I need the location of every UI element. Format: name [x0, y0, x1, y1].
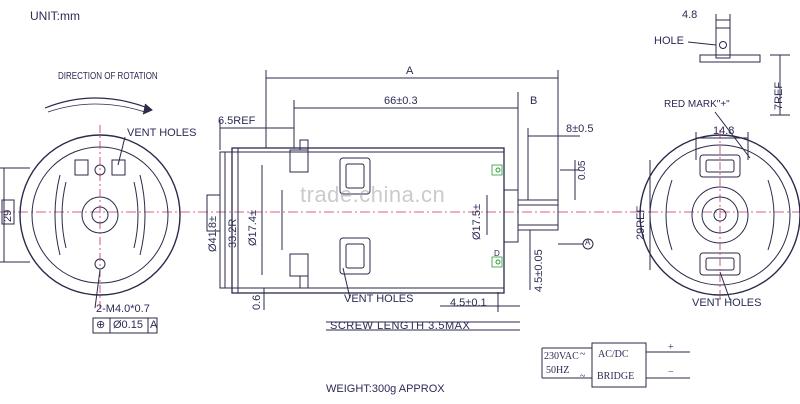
dim-B: B — [530, 95, 538, 107]
dim-66: 66±0.3 — [384, 95, 418, 107]
circuit-tilde-bottom: ~ — [580, 371, 586, 382]
watermark: trade.china.cn — [300, 182, 446, 207]
unit-label: UNIT:mm — [30, 9, 80, 23]
tolerance-datum: A — [150, 319, 158, 331]
circuit-minus: − — [668, 367, 674, 378]
datum-a-marker: A — [585, 238, 591, 247]
rear-vent-holes-label: VENT HOLES — [692, 297, 762, 309]
tolerance-value: Ø0.15 — [113, 319, 143, 331]
dim-6-5ref: 6.5REF — [218, 115, 256, 127]
circuit-drawing — [541, 342, 690, 388]
datum-d-marker: D — [494, 249, 500, 258]
dim-d41-8: Ø41.8± — [207, 215, 219, 252]
dim-4-8: 4.8 — [682, 9, 698, 21]
side-vent-holes-label: VENT HOLES — [344, 293, 414, 305]
screw-length: SCREW LENGTH 3.5MAX — [330, 320, 471, 332]
front-dim-29: 29 — [2, 209, 14, 222]
dim-33-2: 33.2R — [227, 218, 239, 248]
dim-0-05: 0.05 — [577, 160, 588, 180]
dim-0-6: 0.6 — [251, 294, 263, 310]
front-vent-holes-label: VENT HOLES — [127, 127, 197, 139]
circuit-tilde-top: ~ — [580, 349, 586, 360]
circuit-plus: + — [668, 342, 674, 353]
circuit-input-voltage: 230VAC — [544, 351, 579, 362]
front-mount-spec: 2-M4.0*0.7 — [96, 303, 150, 315]
side-view-drawing — [206, 70, 594, 331]
dim-d17-4: Ø17.4± — [247, 209, 259, 246]
hole-label: HOLE — [654, 35, 684, 47]
dim-d17-5: Ø17.5± — [471, 203, 483, 240]
dim-4-5-horizontal: 4.5±0.1 — [450, 297, 487, 309]
direction-label: DIRECTION OF ROTATION — [58, 71, 158, 82]
red-mark-label: RED MARK"+" — [664, 99, 730, 110]
dim-29ref: 29REF — [635, 205, 647, 240]
dim-7ref: 7REF — [773, 81, 785, 110]
rear-view-drawing — [639, 14, 800, 301]
bridge-label-bottom: BRIDGE — [597, 371, 635, 382]
dim-4-5-vertical: 4.5±0.05 — [533, 249, 545, 292]
weight-label: WEIGHT:300g APPROX — [326, 383, 445, 395]
bridge-label-top: AC/DC — [598, 349, 629, 360]
dim-A: A — [406, 65, 414, 77]
circuit-input-frequency: 50HZ — [546, 365, 570, 376]
dim-8: 8±0.5 — [566, 123, 594, 135]
dim-14-8: 14.8 — [713, 125, 735, 137]
tolerance-symbol: ⊕ — [96, 319, 106, 331]
front-view-drawing — [0, 97, 181, 334]
